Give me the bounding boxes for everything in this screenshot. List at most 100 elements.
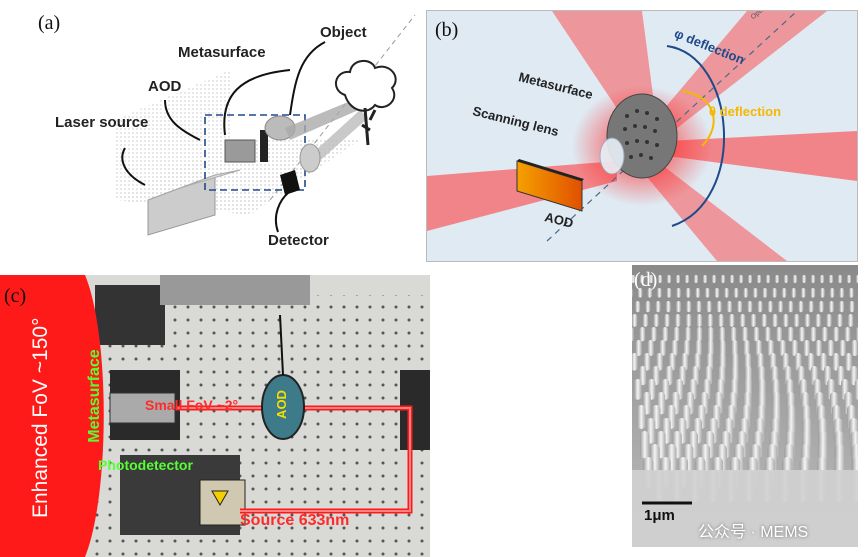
nanopillar bbox=[685, 327, 691, 342]
metasurface-mount bbox=[109, 392, 176, 424]
nanopillar bbox=[695, 288, 700, 298]
nanopillar bbox=[772, 288, 777, 298]
nanopillar bbox=[832, 353, 840, 371]
panel-label-d: (d) bbox=[634, 269, 658, 291]
tree-object-icon bbox=[335, 60, 397, 146]
nanopillar bbox=[847, 275, 851, 283]
nanopillar bbox=[776, 327, 782, 342]
panel-c-photo bbox=[0, 275, 430, 557]
nanopillar bbox=[639, 327, 646, 342]
nanopillar bbox=[714, 288, 720, 298]
nanopillar bbox=[761, 314, 767, 327]
nanopillar bbox=[733, 288, 739, 298]
nanopillar bbox=[772, 314, 778, 327]
nanopillar bbox=[667, 275, 671, 283]
nanopillar bbox=[642, 314, 649, 327]
nanopillar bbox=[791, 340, 798, 356]
nanopillar bbox=[775, 275, 779, 283]
nanopillar bbox=[826, 314, 832, 327]
nanopillar bbox=[757, 275, 761, 283]
panel-a-schematic bbox=[115, 14, 416, 236]
nanopillar bbox=[650, 327, 657, 342]
nanopillar bbox=[811, 275, 815, 283]
label-aod-c: AOD bbox=[273, 390, 289, 419]
nanopillar bbox=[808, 301, 814, 313]
nanopillar bbox=[737, 301, 743, 313]
label-enhanced-fov: Enhanced FoV ~150° bbox=[29, 317, 52, 518]
nanopillar bbox=[844, 327, 851, 342]
nanopillar bbox=[766, 275, 770, 283]
laser-head bbox=[199, 479, 246, 526]
nanopillar bbox=[645, 301, 651, 313]
nanopillar bbox=[753, 327, 760, 342]
nanopillar bbox=[845, 353, 852, 371]
nanopillar bbox=[719, 340, 726, 356]
panel-b-illustration bbox=[427, 11, 857, 261]
nanopillar bbox=[673, 327, 680, 342]
nanopillar bbox=[656, 353, 663, 371]
nanopillar bbox=[748, 275, 752, 283]
nanopillar bbox=[696, 314, 703, 327]
label-object: Object bbox=[320, 24, 367, 41]
nanopillar bbox=[718, 314, 724, 327]
nanopillar bbox=[649, 275, 653, 283]
nanopillar bbox=[724, 288, 729, 298]
metasurface-disc bbox=[606, 93, 678, 179]
nanopillar bbox=[854, 379, 858, 400]
label-laser-source: Laser source bbox=[55, 114, 149, 131]
nanopillar bbox=[810, 288, 816, 298]
nanopillar bbox=[721, 275, 725, 283]
nanopillar bbox=[686, 301, 692, 313]
nanopillar bbox=[829, 275, 833, 283]
nanopillar bbox=[665, 301, 671, 313]
nanopillar bbox=[851, 340, 858, 356]
nanopillar bbox=[764, 327, 771, 342]
nanopillar bbox=[739, 314, 746, 327]
nanopillar bbox=[767, 340, 774, 356]
nanopillar bbox=[767, 301, 773, 313]
nanopillar bbox=[719, 327, 725, 342]
nanopillar bbox=[731, 353, 739, 371]
aod-crystal bbox=[516, 160, 583, 212]
nanopillar bbox=[779, 340, 786, 356]
label-small-fov: Small FoV ~2° bbox=[145, 397, 239, 413]
detector-block bbox=[280, 170, 300, 195]
arrow-metasurface bbox=[223, 69, 291, 136]
label-metasurface-c: Metasurface bbox=[86, 349, 103, 443]
beam-return bbox=[305, 110, 368, 165]
nanopillar bbox=[750, 314, 757, 327]
theta-arc bbox=[681, 90, 715, 147]
nanopillar bbox=[657, 288, 662, 298]
arrow-detector bbox=[274, 192, 289, 233]
nanopillar bbox=[635, 301, 641, 313]
panel-label-b: (b) bbox=[435, 19, 459, 41]
nanopillar bbox=[784, 275, 788, 283]
nanopillar bbox=[821, 327, 828, 342]
nanopillar bbox=[658, 275, 662, 283]
nanopillar bbox=[716, 301, 722, 313]
nanopillar bbox=[655, 301, 661, 313]
nanopillar bbox=[696, 327, 703, 342]
nanopillar bbox=[653, 314, 659, 327]
nanopillar bbox=[839, 301, 845, 313]
nanopillar bbox=[635, 340, 642, 356]
nanopillar bbox=[747, 301, 753, 313]
nanopillar bbox=[695, 340, 702, 356]
nanopillar bbox=[675, 314, 681, 327]
nanopillar bbox=[729, 314, 735, 327]
nanopillar bbox=[856, 327, 858, 342]
nanopillar bbox=[632, 314, 638, 327]
nanopillar bbox=[634, 379, 642, 400]
nanopillar bbox=[755, 340, 762, 356]
nanopillar bbox=[818, 301, 824, 313]
panel-c: (c) Enhanced FoV ~150° Metasurface Small… bbox=[0, 275, 430, 557]
nanopillar bbox=[801, 288, 806, 298]
nanopillar bbox=[643, 353, 651, 371]
nanopillar bbox=[810, 327, 817, 342]
nanopillar bbox=[798, 301, 804, 313]
nanopillar bbox=[731, 340, 738, 356]
nanopillar bbox=[802, 275, 806, 283]
phi-arc bbox=[666, 45, 725, 227]
panel-b: (b) Metasurface Scanning lens φ deflecti… bbox=[426, 10, 858, 262]
nanopillar bbox=[647, 288, 652, 298]
